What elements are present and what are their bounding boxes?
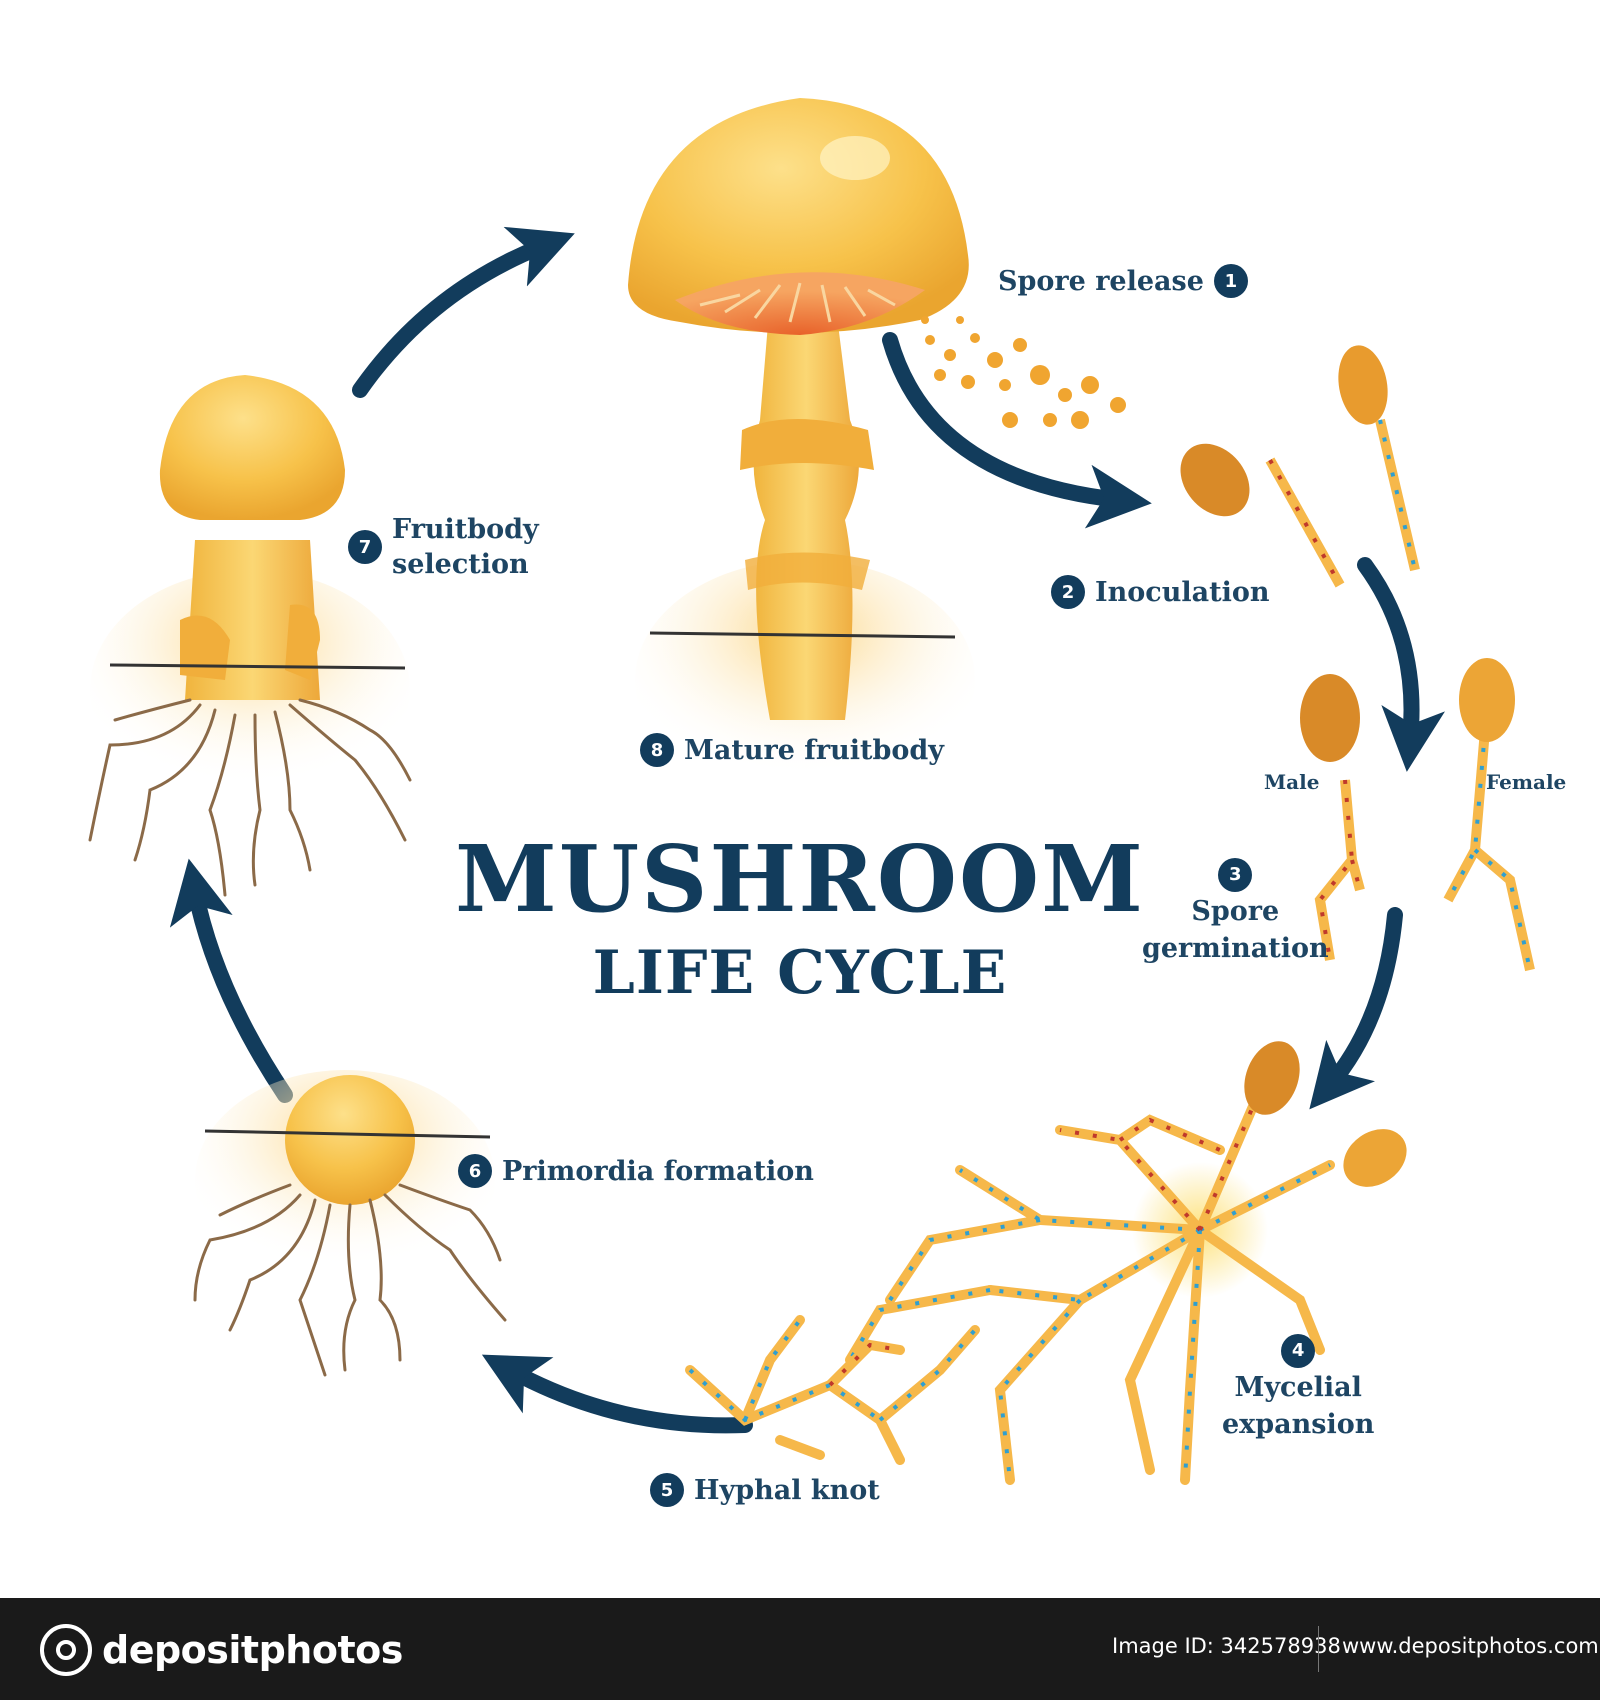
footer-divider [1318,1626,1319,1672]
step-1-label: Spore release [998,265,1204,297]
germinating-spores [1300,658,1535,972]
step-3-label-line-2: germination [1142,932,1329,964]
step-2-label: Inoculation [1095,576,1270,608]
step-3-spore-germination: 3 Spore germination [1142,858,1329,966]
stock-footer-bar: depositphotos Image ID: 342578938 www.de… [0,1598,1600,1700]
site-link[interactable]: www.depositphotos.com [1342,1634,1599,1658]
female-spore-label: Female [1486,770,1567,794]
brand-name: depositphotos [102,1628,403,1672]
primordia-illustration [193,1070,507,1377]
brand-logo[interactable]: depositphotos [40,1624,403,1676]
released-spores [921,316,1126,429]
step-6-primordia-formation: 6 Primordia formation [458,1154,814,1188]
step-3-label-line-1: Spore [1191,896,1280,927]
arrow-2-to-3 [1357,557,1446,772]
young-fruitbody-illustration [88,375,412,897]
title-main: MUSHROOM [454,825,1145,933]
arrow-7-to-8 [352,226,575,398]
arrow-8-to-1 [882,332,1152,529]
title-sub: LIFE CYCLE [592,938,1008,1008]
image-id: Image ID: 342578938 [1112,1634,1341,1658]
step-1-badge: 1 [1213,264,1248,298]
step-3-badge: 3 [1218,858,1253,892]
arrow-3-to-4 [1309,907,1403,1110]
step-2-badge: 2 [1051,575,1085,609]
step-4-label-line-2: expansion [1222,1408,1375,1440]
mature-fruitbody-illustration [628,98,975,800]
inoculation-spores [1180,345,1420,588]
step-8-label: Mature fruitbody [684,734,944,766]
step-7-badge: 7 [348,530,382,565]
step-7-label-line-2: selection [392,549,529,581]
step-7-label-line-1: Fruitbody [392,514,539,545]
camera-logo-icon [40,1624,92,1676]
arrow-6-to-7 [169,858,293,1103]
step-4-badge: 4 [1281,1334,1316,1368]
diagram-artwork [88,98,1535,1485]
step-5-badge: 5 [650,1473,684,1507]
step-6-badge: 6 [458,1154,492,1188]
male-spore-label: Male [1264,770,1320,794]
mycelium-network [845,1041,1407,1485]
step-8-badge: 8 [640,733,674,767]
step-5-label: Hyphal knot [694,1474,880,1506]
step-8-mature-fruitbody: 8 Mature fruitbody [640,733,944,767]
step-4-label-line-1: Mycelial [1234,1372,1362,1403]
cycle-arrows [169,226,1446,1434]
arrow-5-to-6 [481,1354,753,1434]
step-7-fruitbody-selection: 7 Fruitbody selection [348,512,539,582]
hyphal-knot [685,1315,980,1465]
step-5-hyphal-knot: 5 Hyphal knot [650,1473,880,1507]
step-1-spore-release: Spore release 1 [998,264,1248,298]
step-2-inoculation: 2 Inoculation [1051,575,1269,609]
step-4-mycelial-expansion: 4 Mycelial expansion [1222,1334,1374,1442]
life-cycle-diagram: Spore release 1 2 Inoculation 3 Spore ge… [88,98,1567,1507]
step-6-label: Primordia formation [502,1155,814,1187]
